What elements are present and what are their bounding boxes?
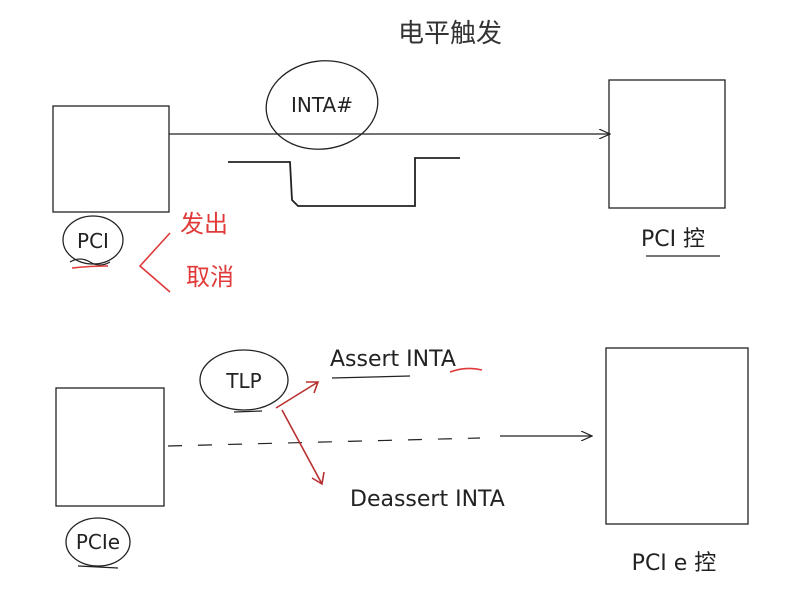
send-annotation: 发出 (180, 210, 228, 238)
tlp-label-circle (199, 349, 289, 411)
pcie-label-circle (65, 517, 131, 567)
deassert-arrowhead (311, 471, 325, 486)
pci-label-underline (69, 258, 111, 266)
pci-device-label: PCI (77, 229, 109, 253)
red-bracket (138, 232, 171, 293)
pcie-label-underline (77, 565, 119, 569)
pci-controller-box (608, 79, 726, 209)
deassert-branch-arrow (281, 409, 323, 485)
assert-inta-label: Assert INTA (330, 347, 456, 372)
pci-controller-label: PCI 控 (641, 227, 705, 252)
pcie-device-box (55, 387, 165, 507)
assert-underline (331, 375, 411, 379)
diagram-title: 电平触发 (398, 19, 502, 49)
inta-red-underline (449, 367, 483, 373)
assert-branch-arrow (275, 381, 319, 409)
pci-device-box (52, 105, 170, 213)
pcie-device-label: PCIe (76, 530, 120, 554)
pcie-controller-box (605, 347, 749, 525)
inta-signal-label: INTA# (291, 93, 353, 117)
pci-label-red-underline (71, 265, 109, 269)
assert-arrowhead (306, 381, 320, 394)
tlp-dashed-link (167, 437, 481, 447)
cancel-annotation: 取消 (186, 263, 234, 291)
level-waveform (228, 157, 460, 207)
pcie-controller-label: PCI e 控 (632, 551, 717, 576)
deassert-inta-label: Deassert INTA (350, 487, 505, 512)
tlp-label: TLP (225, 369, 261, 393)
tlp-label-underline (233, 410, 263, 413)
inta-label-circle (265, 60, 379, 150)
